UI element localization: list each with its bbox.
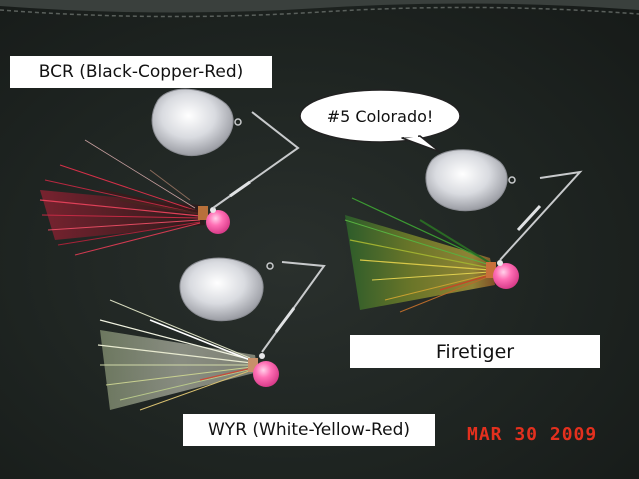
wyr-skirt — [97, 299, 258, 411]
label-wyr: WYR (White-Yellow-Red) — [183, 414, 435, 446]
fabric-edge — [0, 0, 639, 18]
wyr-collar — [248, 358, 258, 372]
bcr-eyelet — [210, 207, 216, 213]
bcr-jighead — [206, 210, 230, 234]
firetiger-skirt — [344, 197, 495, 313]
bcr-lure — [39, 88, 300, 256]
firetiger-jighead — [493, 263, 519, 289]
wyr-jighead — [253, 361, 279, 387]
label-firetiger: Firetiger — [350, 335, 600, 368]
speech-bubble — [299, 89, 461, 153]
wyr-lure — [97, 257, 326, 411]
wyr-blade — [179, 257, 264, 322]
bcr-skirt — [39, 139, 205, 256]
date-stamp: MAR 30 2009 — [467, 424, 598, 445]
wyr-wire — [261, 261, 326, 353]
firetiger-blade — [425, 149, 508, 212]
firetiger-lure — [344, 149, 583, 313]
bcr-blade — [151, 88, 234, 157]
firetiger-collar — [486, 262, 496, 278]
bcr-sleeve — [229, 180, 251, 198]
label-colorado: #5 Colorado! — [326, 106, 434, 126]
firetiger-eyelet — [497, 260, 503, 266]
wyr-eyelet — [259, 353, 265, 359]
bcr-collar — [198, 206, 208, 220]
firetiger-wire — [499, 170, 583, 261]
label-bcr: BCR (Black-Copper-Red) — [10, 56, 272, 88]
